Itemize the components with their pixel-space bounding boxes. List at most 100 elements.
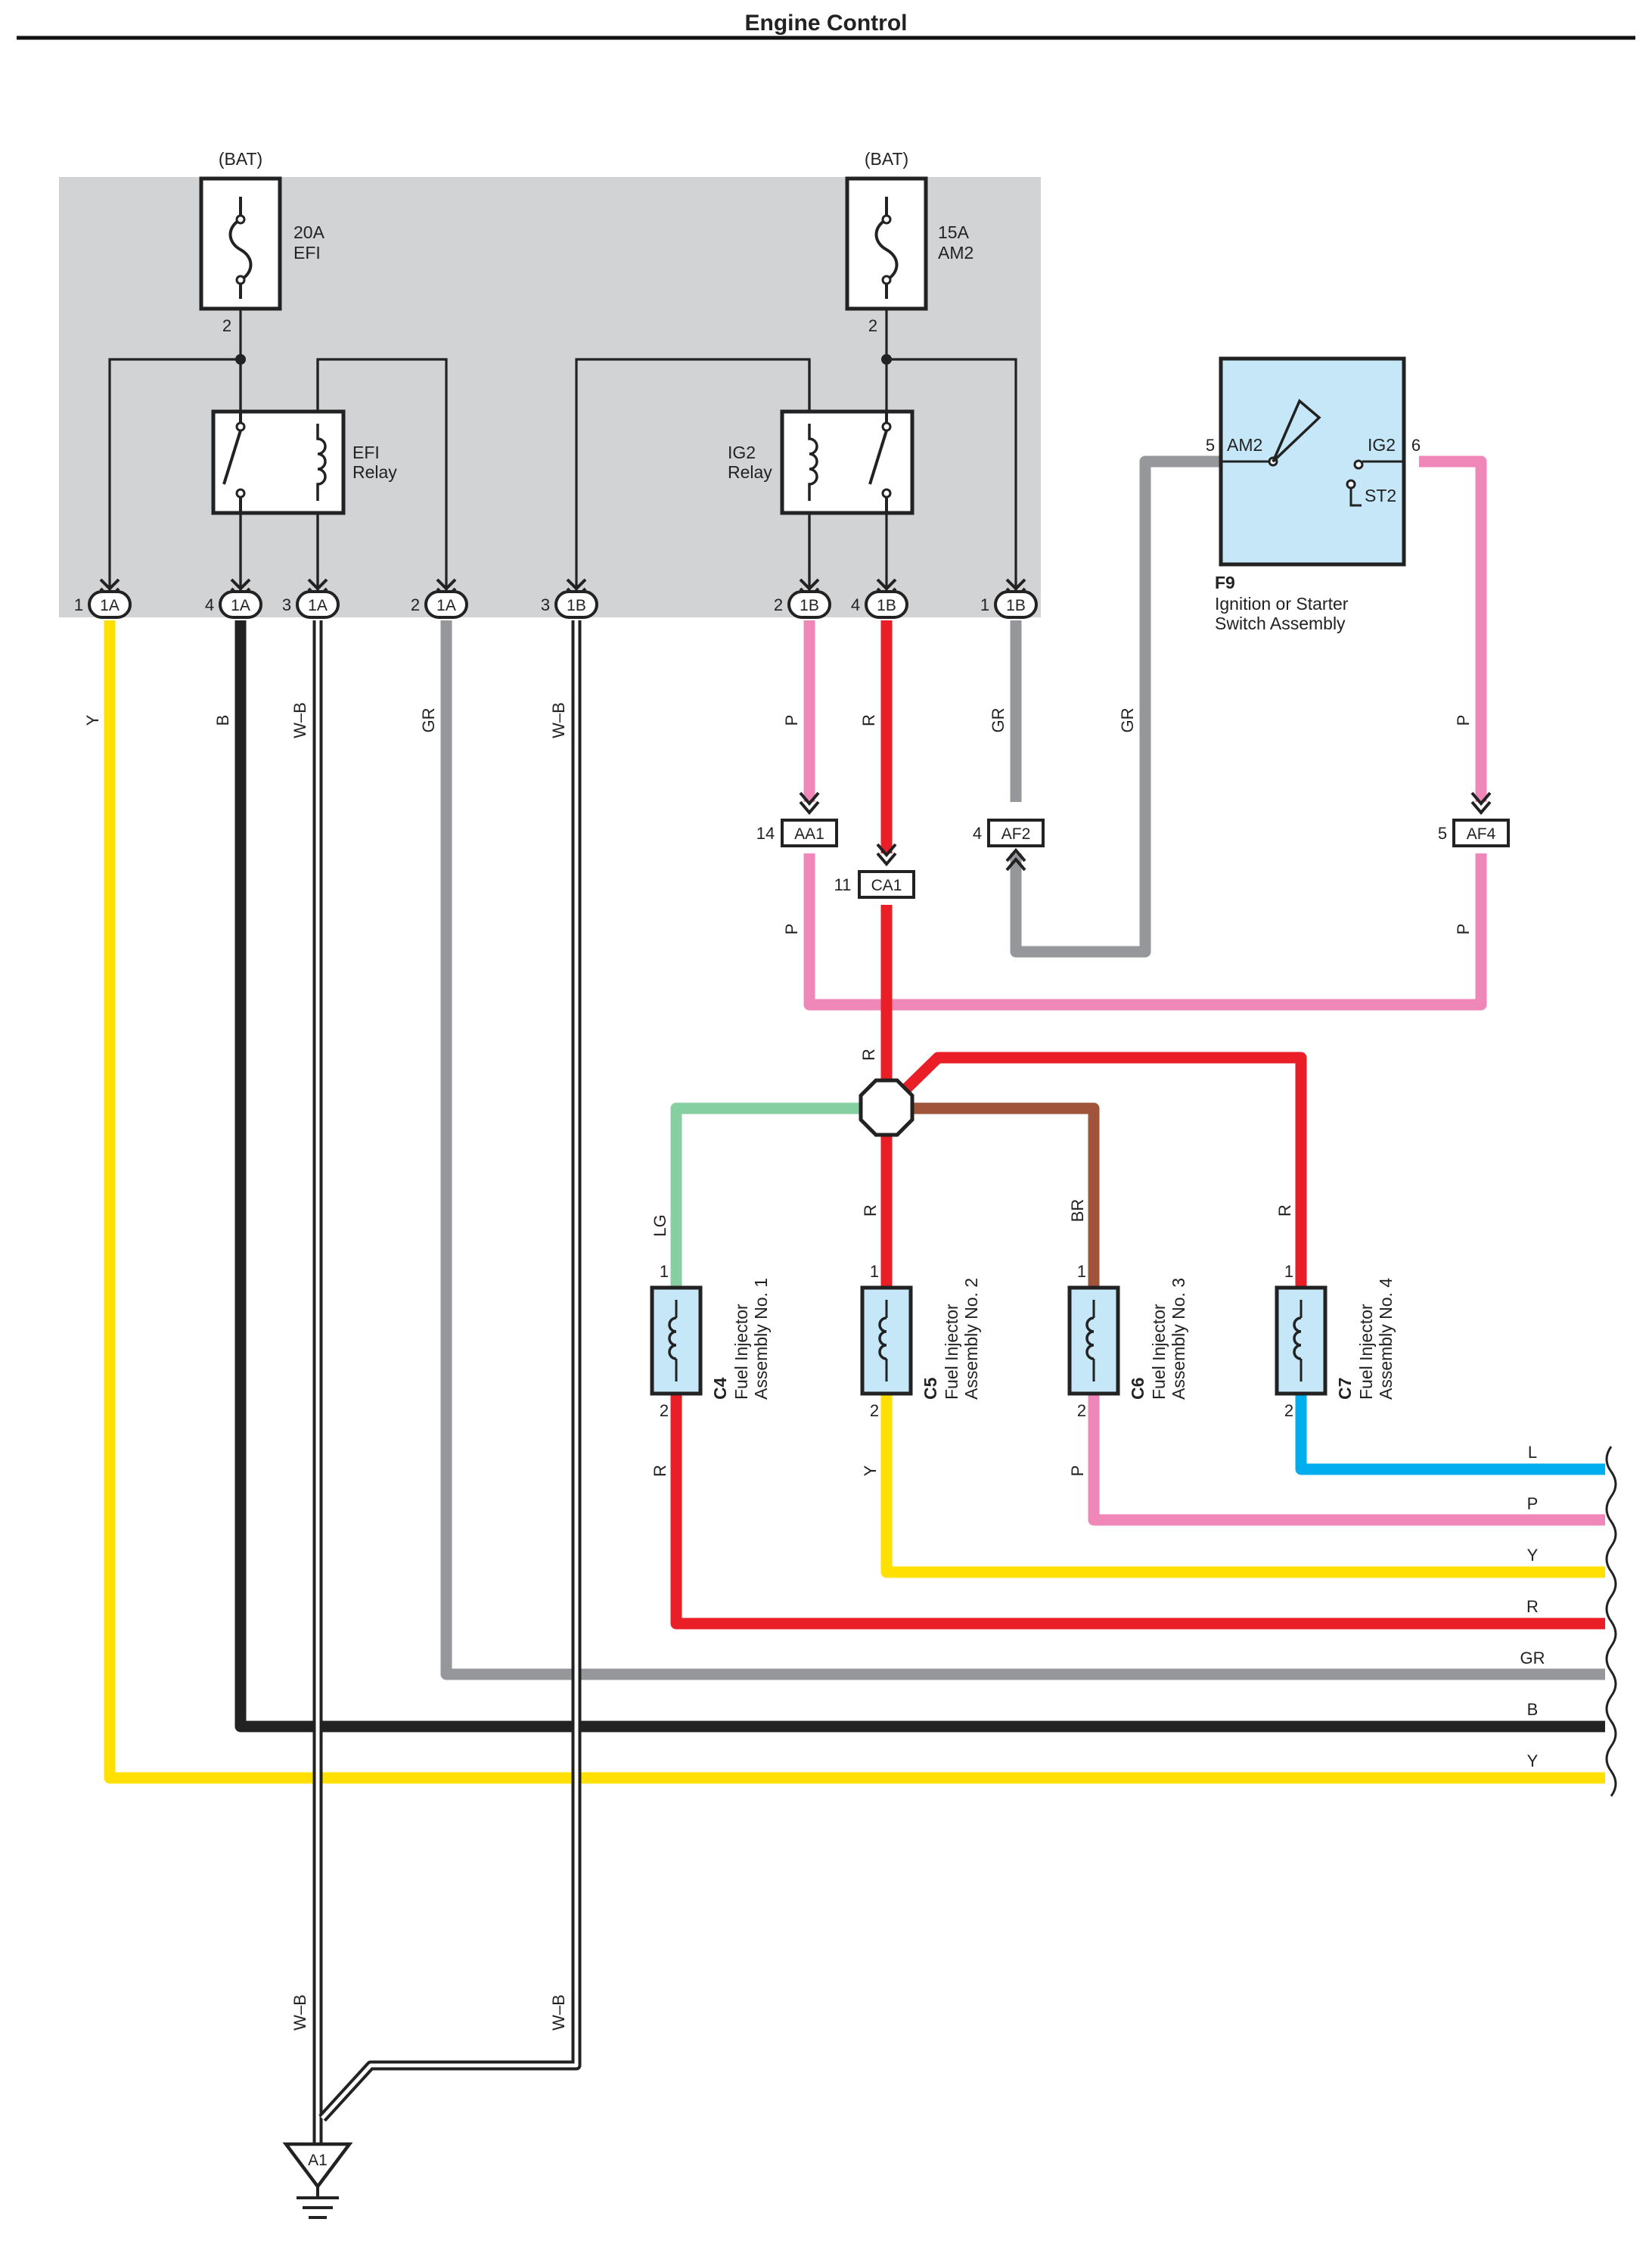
ground-symbol [282,2142,353,2219]
inj-name-2: Assembly No. 4 [1376,1278,1396,1400]
wire-label: GR [989,708,1008,733]
jc-1b-pin3 [554,578,598,619]
wire-p-ig2 [1419,455,1487,802]
jc-pin: 1 [980,595,989,614]
inj-name-2: Assembly No. 1 [751,1278,771,1400]
wire-p-c6-out [1088,1394,1605,1526]
inj-name: Fuel Injector [1356,1304,1376,1400]
splice-am2 [881,354,892,365]
inj-pin: 2 [660,1401,669,1420]
wires [104,455,1605,2149]
fuse-am2-name: AM2 [938,243,974,263]
jc-code: 1B [877,597,896,614]
wire-label: GR [419,708,438,733]
bus-label: Y [1527,1546,1539,1565]
jc-pin: 3 [541,595,550,614]
jc-code: 1A [231,597,250,614]
jc-1a-pin2 [424,578,468,619]
wire-r-inj4 [901,1052,1307,1288]
conn-code: AA1 [794,825,824,843]
bus-label: P [1527,1494,1539,1513]
wire-l-c7-out [1295,1394,1605,1475]
fuse-efi [199,176,282,311]
jc-code: 1B [1006,597,1026,614]
inj-pin: 2 [1284,1401,1293,1420]
splice-efi [235,354,246,365]
jc-1a-pin1 [88,578,132,619]
jc-code: 1A [100,597,120,614]
inj-name-2: Assembly No. 3 [1169,1278,1188,1400]
wire-label: R [859,1049,878,1061]
jc-1a-pin4 [219,578,262,619]
conn-ca1 [858,843,915,899]
jc-pin: 4 [205,595,214,614]
injectors [650,1285,1328,1396]
wire-label: P [782,924,801,935]
conn-af2 [987,819,1045,872]
wire-label: W–B [549,1994,568,2031]
inj-name: Fuel Injector [942,1304,961,1400]
conn-code: AF4 [1467,825,1496,843]
junction-connector-octagon [859,1078,914,1137]
injector-c5 [860,1285,913,1396]
inj-pin: 1 [870,1262,879,1281]
inj-code: C4 [710,1377,730,1400]
jc-code: 1B [800,597,819,614]
fuse-efi-pin: 2 [222,316,231,335]
wire-label: R [861,1204,880,1217]
conn-pin: 5 [1438,824,1447,843]
conn-pin: 14 [756,824,775,843]
inj-pin: 1 [1284,1262,1293,1281]
fuse-am2 [845,176,928,311]
inline-connectors [781,791,1510,899]
wire-label: BR [1068,1199,1087,1223]
bus-label: GR [1520,1649,1545,1667]
fuse-am2-source: (BAT) [865,149,908,169]
jc-1b-pin4 [865,578,908,619]
wire-b-left [234,620,1605,1733]
jc-code: 1B [567,597,586,614]
jc-code: 1A [308,597,328,614]
bus-label: B [1527,1700,1539,1719]
wire-r-c4-out [670,1394,1605,1630]
conn-code: CA1 [871,877,902,894]
wire-gr-left [440,620,1605,1680]
wire-label: R [859,714,878,726]
bus-break-marks [1605,1446,1617,1797]
conn-aa1 [781,791,838,847]
wire-label: Y [861,1465,880,1476]
jc-pin: 1 [74,595,83,614]
wire-label: Y [83,714,102,726]
ground-code: A1 [308,2152,328,2169]
injector-c7 [1275,1285,1328,1396]
injector-c6 [1067,1285,1120,1396]
ig2-relay-label-2: Relay [728,462,772,482]
bus-label: R [1526,1597,1539,1616]
conn-pin: 11 [834,875,852,894]
conn-code: AF2 [1001,825,1031,843]
inj-code: C6 [1128,1378,1147,1400]
wire-y-left [104,620,1605,1784]
efi-relay [211,359,346,594]
fuse-efi-name: EFI [293,243,321,263]
inj-name: Fuel Injector [1149,1304,1169,1400]
wire-label: W–B [290,702,309,738]
wire-label: R [1275,1204,1294,1217]
jc-pin: 2 [774,595,783,614]
switch-name: Ignition or Starter [1215,594,1349,614]
wire-lg [670,1102,864,1288]
switch-code: F9 [1215,573,1235,592]
wire-label: P [1068,1465,1087,1477]
wire-label: R [651,1465,669,1477]
inj-code: C5 [921,1377,940,1400]
jc-pin: 2 [411,595,420,614]
wire-label: P [1454,715,1473,726]
jc-pin: 3 [282,595,291,614]
switch-pin-ig2: 6 [1411,436,1421,455]
switch-term-st2: ST2 [1365,486,1396,505]
switch-name-2: Switch Assembly [1215,614,1346,633]
fuse-efi-rating: 20A [293,222,325,242]
inj-pin: 2 [1077,1401,1086,1420]
wire-label: W–B [549,702,568,738]
efi-relay-label-2: Relay [352,462,397,482]
